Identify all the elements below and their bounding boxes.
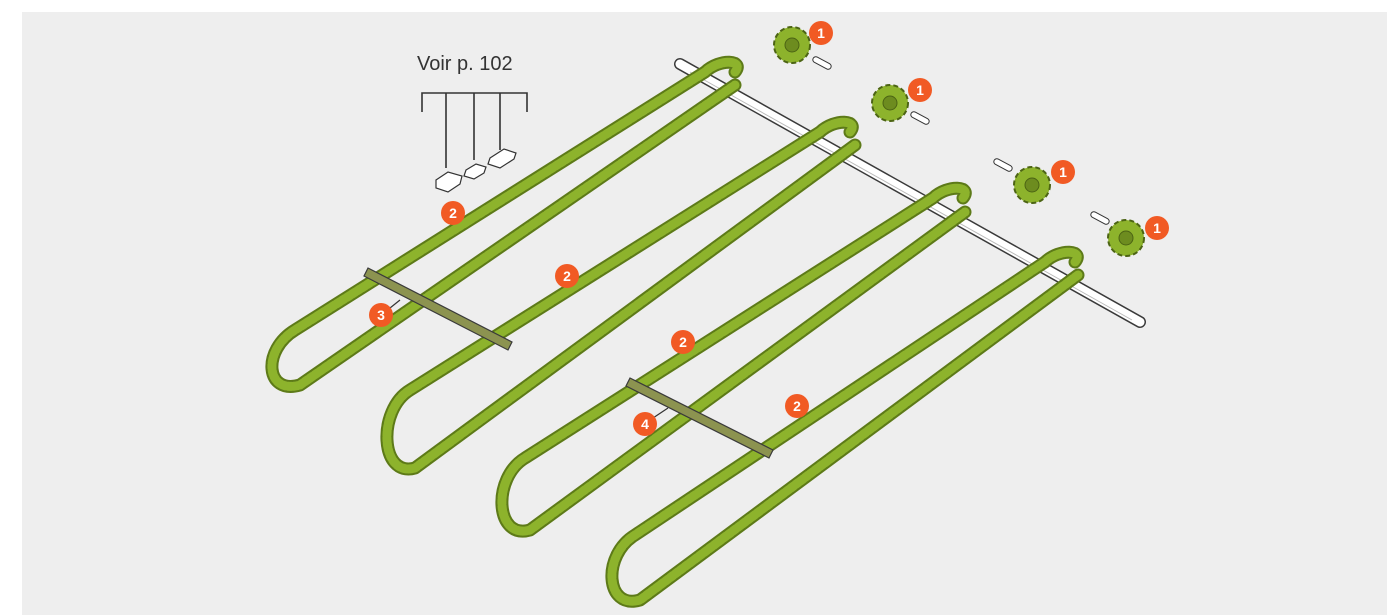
sprocket-1 [773,26,811,64]
callout-badge: 2 [441,201,465,225]
reference-note: Voir p. 102 [417,53,513,75]
sprocket-4 [1107,219,1145,257]
callout-badge: 1 [1051,160,1075,184]
callout-badge: 4 [633,412,657,436]
sprocket-3 [1013,166,1051,204]
svg-text:2: 2 [679,334,687,350]
callout-badge: 1 [1145,216,1169,240]
pin-3 [993,158,1013,172]
sprockets [773,26,1145,257]
callout-badge: 1 [809,21,833,45]
chain-loop-1 [265,55,744,393]
svg-text:1: 1 [916,82,924,98]
sprocket-2 [871,84,909,122]
link-parts-icon [435,148,517,193]
svg-text:2: 2 [563,268,571,284]
chain-loop-4 [605,245,1085,608]
callout-badge: 1 [908,78,932,102]
svg-text:4: 4 [641,416,649,432]
svg-text:2: 2 [793,398,801,414]
reference-bracket [421,92,528,168]
pin-1 [812,56,832,70]
chain-loops [265,55,1085,608]
callout-badges: 1 1 1 1 2 2 2 [369,21,1169,436]
chain-loop-2 [380,115,862,476]
callout-badge: 2 [671,330,695,354]
callout-badge: 2 [555,264,579,288]
chain-loop-3 [495,181,972,538]
svg-text:1: 1 [1059,164,1067,180]
pin-2 [910,111,930,125]
svg-text:3: 3 [377,307,385,323]
reference-group: Voir p. 102 [417,53,528,193]
callout-badge: 3 [369,303,393,327]
callout-badge: 2 [785,394,809,418]
pin-4 [1090,211,1110,225]
svg-text:1: 1 [1153,220,1161,236]
svg-text:1: 1 [817,25,825,41]
svg-text:2: 2 [449,205,457,221]
